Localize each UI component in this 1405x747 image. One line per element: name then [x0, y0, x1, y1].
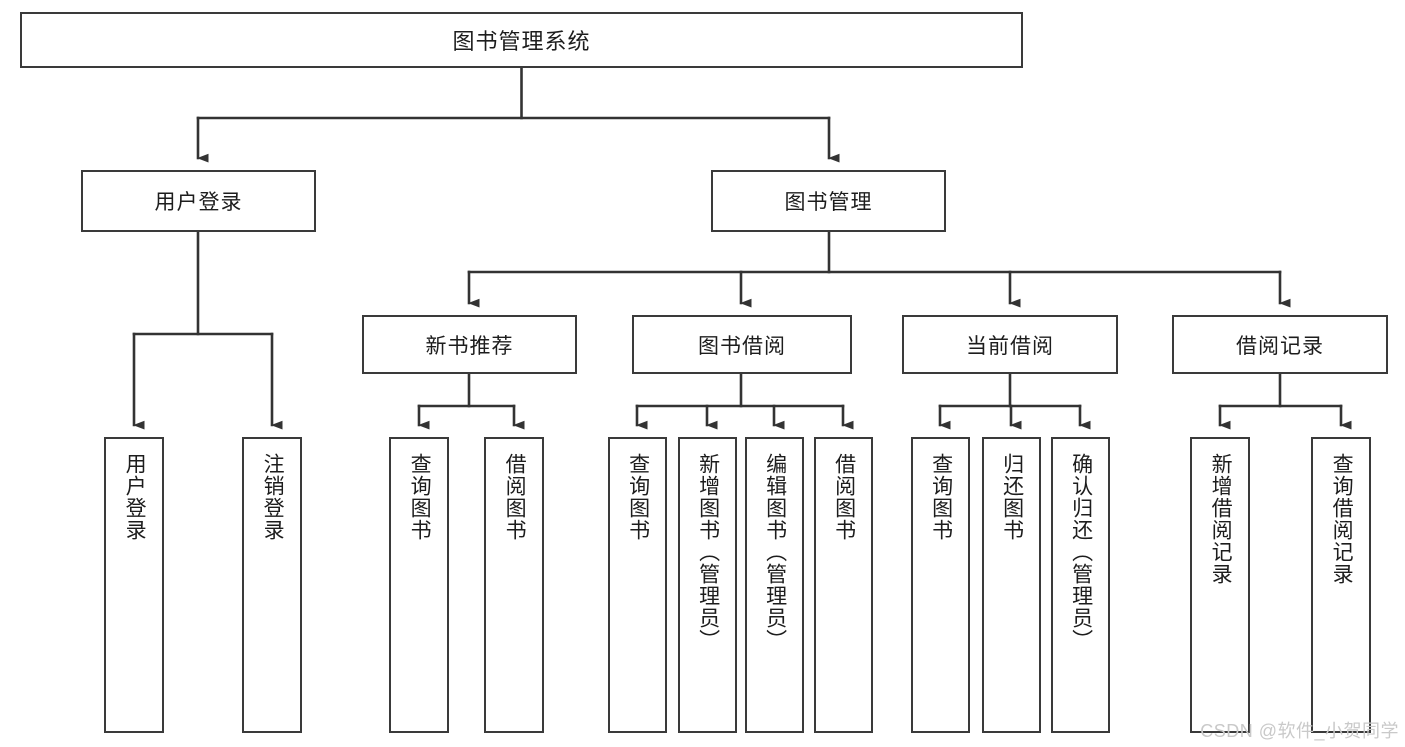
leaf-borrow-add-book[interactable]: 新增图书（管理员）: [678, 437, 737, 733]
leaf-user-logout[interactable]: 注销登录: [242, 437, 302, 733]
connector-user-login-to-leaves: [132, 230, 283, 430]
leaf-current-confirm-return[interactable]: 确认归还（管理员）: [1051, 437, 1110, 733]
leaf-record-query[interactable]: 查询借阅记录: [1311, 437, 1371, 733]
connector-current-borrow-to-leaves: [938, 372, 1091, 430]
connector-borrow-records-to-leaves: [1218, 372, 1352, 430]
leaf-label: 注销登录: [261, 453, 285, 541]
leaf-new-book-query[interactable]: 查询图书: [389, 437, 449, 733]
node-book-borrow[interactable]: 图书借阅: [632, 315, 852, 374]
connector-new-book-to-leaves: [417, 372, 525, 430]
leaf-current-return-book[interactable]: 归还图书: [982, 437, 1041, 733]
leaf-label: 确认归还（管理员）: [1069, 453, 1093, 651]
node-label: 图书管理: [784, 191, 873, 214]
node-root-system[interactable]: 图书管理系统: [20, 12, 1023, 68]
leaf-label: 查询图书: [626, 453, 650, 541]
connector-book-management-to-level3: [467, 230, 1291, 308]
leaf-label: 查询借阅记录: [1330, 453, 1354, 585]
node-user-login[interactable]: 用户登录: [81, 170, 316, 232]
leaf-current-query-book[interactable]: 查询图书: [911, 437, 970, 733]
leaf-label: 借阅图书: [503, 453, 527, 541]
connector-root-to-level2: [196, 66, 840, 163]
leaf-label: 归还图书: [1000, 453, 1024, 541]
node-borrow-records[interactable]: 借阅记录: [1172, 315, 1388, 374]
leaf-label: 查询图书: [929, 453, 953, 541]
node-label: 用户登录: [154, 191, 243, 214]
leaf-record-add[interactable]: 新增借阅记录: [1190, 437, 1250, 733]
leaf-user-login[interactable]: 用户登录: [104, 437, 164, 733]
connector-book-borrow-to-leaves: [635, 372, 854, 430]
leaf-label: 新增借阅记录: [1209, 453, 1233, 585]
node-label: 借阅记录: [1236, 334, 1324, 358]
leaf-new-book-borrow[interactable]: 借阅图书: [484, 437, 544, 733]
leaf-label: 借阅图书: [832, 453, 856, 541]
leaf-label: 用户登录: [123, 453, 147, 541]
leaf-borrow-edit-book[interactable]: 编辑图书（管理员）: [745, 437, 804, 733]
leaf-borrow-query-book[interactable]: 查询图书: [608, 437, 667, 733]
leaf-label: 新增图书（管理员）: [696, 453, 720, 651]
node-current-borrow[interactable]: 当前借阅: [902, 315, 1118, 374]
leaf-borrow-borrow-book[interactable]: 借阅图书: [814, 437, 873, 733]
leaf-label: 编辑图书（管理员）: [763, 453, 787, 651]
leaf-label: 查询图书: [408, 453, 432, 541]
node-new-book-recommend[interactable]: 新书推荐: [362, 315, 577, 374]
node-book-management[interactable]: 图书管理: [711, 170, 946, 232]
node-label: 新书推荐: [425, 334, 514, 358]
node-label: 图书管理系统: [452, 29, 591, 54]
node-label: 图书借阅: [698, 334, 786, 358]
node-label: 当前借阅: [966, 334, 1054, 358]
